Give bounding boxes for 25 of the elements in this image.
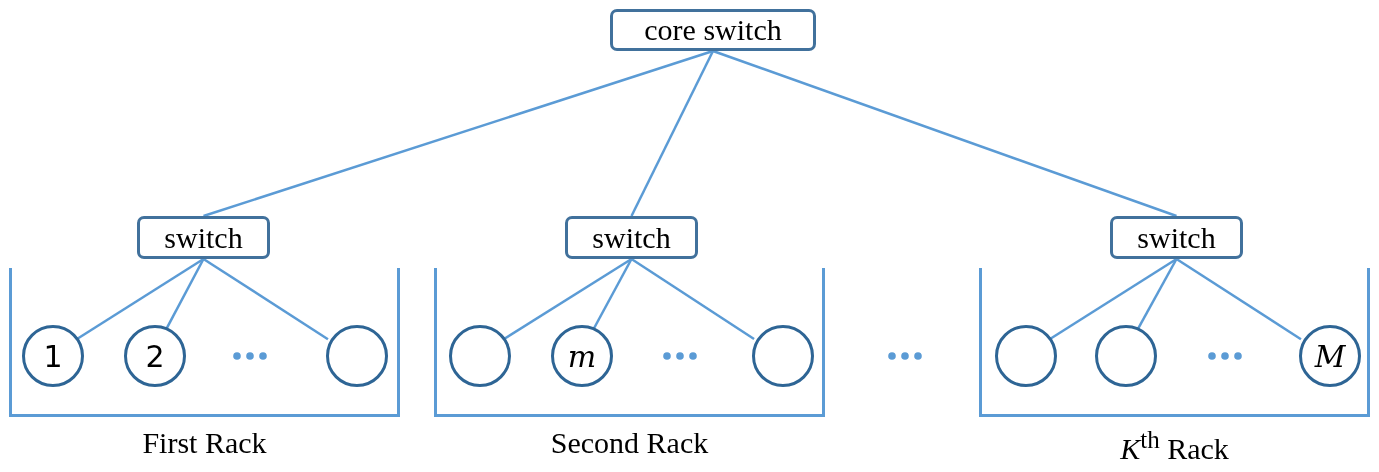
rack-label: K$^{th}$ Rack [1119,426,1230,466]
server-number: 1 [43,338,63,374]
server-number: M [1314,338,1346,374]
link-line [630,257,755,341]
switch-box [137,216,270,259]
switch-label: switch [592,220,671,255]
switch-label: core switch [644,13,782,47]
link-line [712,49,1177,218]
switch-box [1110,216,1243,259]
link-line [165,258,205,330]
server-number: m [567,338,597,374]
link-line [202,257,329,341]
link-line [592,258,633,330]
rack-label: Second Rack [549,426,710,460]
server-circle [995,325,1057,387]
link-line [1136,258,1178,330]
switch-box [610,9,816,51]
rack-label: First Rack [141,426,268,460]
link-line [630,50,715,217]
link-line [1175,257,1302,341]
server-number: 2 [145,338,165,374]
switch-label: switch [164,220,243,255]
switch-box [565,216,698,259]
switch-label: switch [1137,220,1216,255]
link-line [203,49,714,218]
